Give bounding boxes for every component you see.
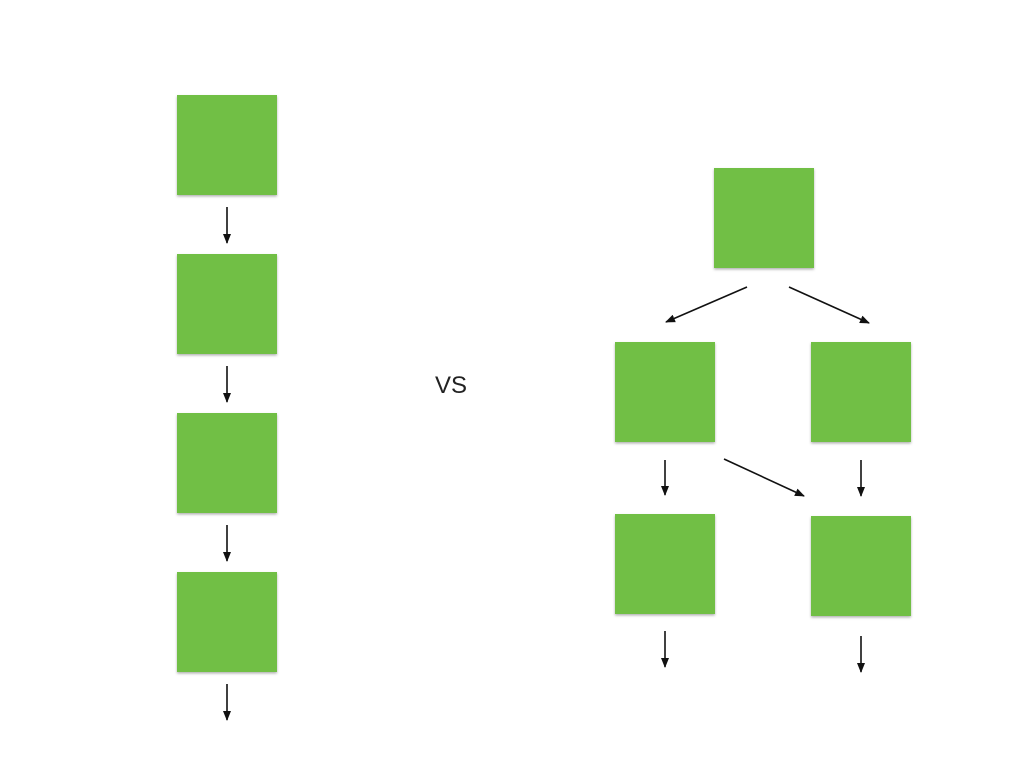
versus-label: VS [435,372,468,399]
chain-node-4 [177,572,277,672]
linear-chain-diagram [177,95,277,721]
graph-node-root [714,168,814,268]
graph-arrow-mid-left-diagonal [723,458,805,497]
chain-node-3 [177,413,277,513]
chain-node-1 [177,95,277,195]
graph-node-mid-right [811,342,911,442]
graph-node-bottom-right [811,516,911,616]
graph-node-bottom-left [615,514,715,614]
graph-arrow-root-right [788,286,870,324]
branching-graph-diagram [615,168,911,673]
graph-arrow-root-left [665,286,748,323]
chain-node-2 [177,254,277,354]
graph-node-mid-left [615,342,715,442]
